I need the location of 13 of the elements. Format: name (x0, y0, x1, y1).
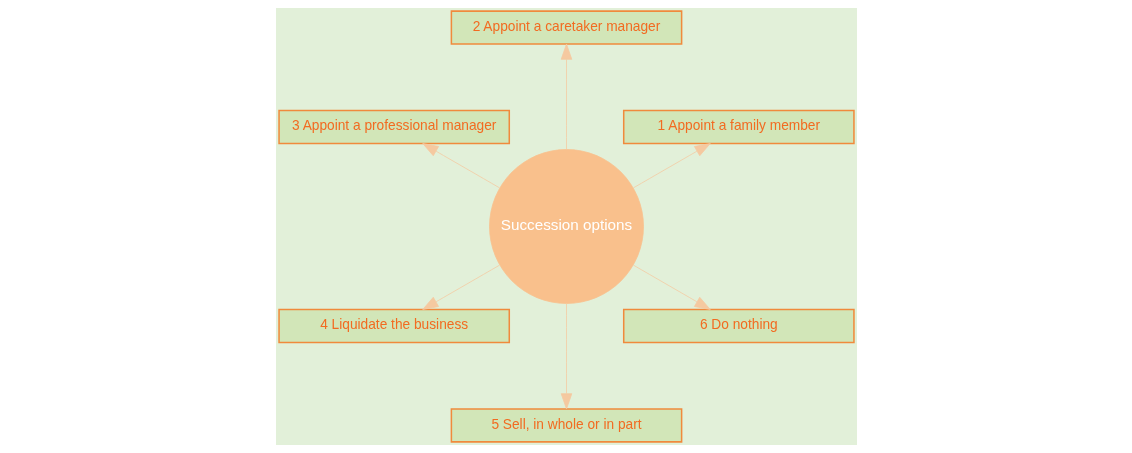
node-box: 6 Do nothing (622, 308, 855, 344)
node-circle: Succession options (488, 149, 644, 304)
arrow (632, 264, 711, 310)
node-box: 2 Appoint a caretaker manager (450, 10, 682, 45)
node-box: 4 Liquidate the business (277, 308, 510, 344)
arrow (560, 43, 572, 150)
node-box: 5 Sell, in whole or in part (450, 408, 682, 443)
arrow (421, 143, 500, 189)
node-box: 1 Appoint a family member (622, 109, 855, 145)
arrow (632, 143, 711, 189)
node-box: 3 Appoint a professional manager (277, 109, 510, 145)
arrow (421, 264, 500, 310)
arrow (560, 303, 572, 410)
